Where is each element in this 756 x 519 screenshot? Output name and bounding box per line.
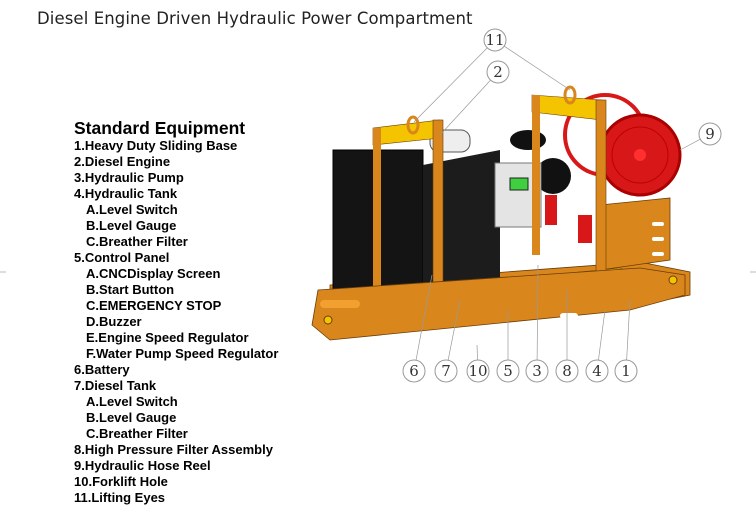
list-heading: Standard Equipment — [74, 118, 246, 138]
callout-number: 9 — [705, 125, 715, 143]
callout-9: 9 — [679, 122, 722, 151]
equipment-item: E.Engine Speed Regulator — [86, 330, 249, 345]
callout-4: 4 — [585, 309, 609, 383]
callout-circle — [614, 359, 638, 383]
tow-bar — [320, 300, 360, 308]
callout-number: 1 — [621, 362, 631, 380]
callout-circle — [486, 60, 510, 84]
equipment-item: C.Breather Filter — [86, 426, 188, 441]
lifting-eye — [563, 85, 577, 105]
equipment-item: 5.Control Panel — [74, 250, 170, 265]
callout-circle — [525, 359, 549, 383]
callout-number: 6 — [409, 362, 419, 380]
equipment-item: C.Breather Filter — [86, 234, 188, 249]
leader-line — [415, 274, 433, 361]
equipment-item: A.Level Switch — [86, 394, 178, 409]
callout-number: 11 — [485, 31, 504, 49]
lifting-eye — [406, 115, 420, 135]
display-screen — [509, 177, 529, 191]
callout-circle — [585, 359, 609, 383]
callout-number: 5 — [503, 362, 513, 380]
tank-slot — [652, 252, 664, 256]
frame-post — [373, 128, 381, 288]
forklift-hole — [560, 313, 578, 319]
callout-6: 6 — [402, 274, 433, 383]
callout-circle — [698, 122, 722, 146]
equipment-item: 1.Heavy Duty Sliding Base — [74, 138, 238, 153]
leader-line — [413, 47, 488, 123]
callout-7: 7 — [434, 299, 461, 383]
page-title: Diesel Engine Driven Hydraulic Power Com… — [37, 9, 473, 28]
equipment-item: F.Water Pump Speed Regulator — [86, 346, 279, 361]
equipment-item: A.Level Switch — [86, 202, 178, 217]
equipment-item: A.CNCDisplay Screen — [86, 266, 221, 281]
reel-hub — [634, 149, 646, 161]
equipment-item: 7.Diesel Tank — [74, 378, 157, 393]
equipment-item: B.Level Gauge — [86, 410, 177, 425]
equipment-item: 8.High Pressure Filter Assembly — [74, 442, 273, 457]
callout-number: 10 — [468, 362, 487, 380]
leader-line — [476, 344, 478, 361]
callout-number: 2 — [493, 63, 503, 81]
callout-number: 4 — [592, 362, 602, 380]
leader-line — [439, 79, 491, 136]
callout-circle — [434, 359, 458, 383]
tank-slot — [652, 237, 664, 241]
callout-2: 2 — [439, 60, 510, 136]
leader-line — [503, 45, 571, 91]
callout-circle — [466, 359, 490, 383]
leader-line — [598, 309, 606, 361]
equipment-item: 10.Forklift Hole — [74, 474, 168, 489]
equipment-item: 11.Lifting Eyes — [74, 490, 166, 505]
equipment-item: 2.Diesel Engine — [74, 154, 171, 169]
engine-intake — [510, 130, 546, 150]
forklift-hole — [470, 328, 488, 334]
equipment-item: 4.Hydraulic Tank — [74, 186, 178, 201]
standard-equipment-list: Standard Equipment 1.Heavy Duty Sliding … — [74, 118, 278, 506]
callout-circle — [483, 28, 507, 52]
frame-post — [532, 95, 540, 255]
leader-line — [536, 264, 539, 361]
equipment-item: 6.Battery — [74, 362, 130, 377]
callout-3: 3 — [525, 264, 549, 383]
frame-post — [595, 99, 607, 301]
equipment-item: C.EMERGENCY STOP — [86, 298, 222, 313]
callout-number: 3 — [532, 362, 542, 380]
callout-11: 11 — [413, 28, 571, 123]
callout-number: 8 — [562, 362, 572, 380]
tank-slot — [652, 222, 664, 226]
callout-number: 7 — [441, 362, 451, 380]
callout-circle — [496, 359, 520, 383]
callout-10: 10 — [466, 344, 490, 383]
hp-filter — [545, 195, 557, 225]
equipment-item: B.Level Gauge — [86, 218, 177, 233]
rail-pin — [668, 275, 678, 285]
callout-1: 1 — [614, 299, 638, 383]
hose-reel-ring — [611, 126, 669, 184]
callout-5: 5 — [496, 310, 520, 383]
sliding-base-front — [311, 267, 686, 341]
leader-line — [626, 299, 631, 361]
equipment-item: 3.Hydraulic Pump — [74, 170, 184, 185]
hp-filter-2 — [578, 215, 592, 243]
hydraulic-tank — [599, 197, 671, 271]
callout-circle — [402, 359, 426, 383]
equipment-item: D.Buzzer — [86, 314, 142, 329]
rail-pin — [323, 315, 333, 325]
equipment-item: 9.Hydraulic Hose Reel — [74, 458, 211, 473]
callout-8: 8 — [555, 290, 579, 383]
equipment-item: B.Start Button — [86, 282, 175, 297]
leader-line — [679, 138, 701, 151]
leader-line — [447, 299, 461, 361]
callout-circle — [555, 359, 579, 383]
engine-housing — [535, 158, 571, 194]
